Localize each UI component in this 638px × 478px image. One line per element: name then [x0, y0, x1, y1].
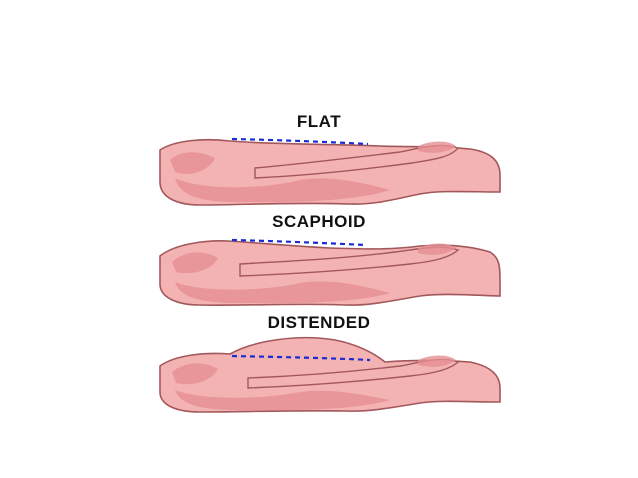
torso-shading — [175, 178, 390, 203]
figure-flat-abdomen — [159, 137, 501, 206]
forearm — [239, 246, 460, 277]
torso-shading — [175, 390, 390, 411]
panel-title-scaphoid: SCAPHOID — [272, 212, 366, 231]
hand-shading — [418, 355, 456, 367]
figure-scaphoid-abdomen — [159, 238, 501, 307]
figure-distended-abdomen — [159, 336, 501, 413]
panel-title-distended: DISTENDED — [267, 313, 371, 332]
chest-shading — [170, 152, 215, 175]
reference-line — [231, 354, 371, 362]
reference-line — [231, 238, 366, 247]
hand-shading — [418, 141, 456, 153]
forearm — [254, 144, 460, 179]
panel-title-flat: FLAT — [296, 112, 342, 131]
forearm — [247, 358, 460, 389]
chest-shading — [172, 252, 218, 274]
chest-shading — [172, 363, 218, 385]
torso-shading — [175, 281, 390, 304]
hand-shading — [418, 243, 456, 255]
